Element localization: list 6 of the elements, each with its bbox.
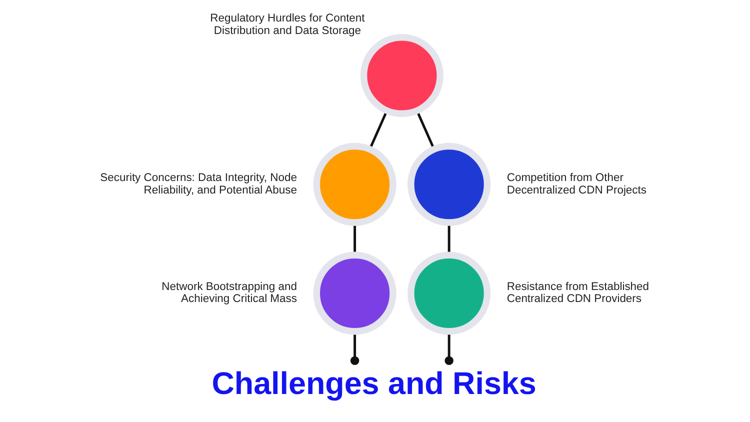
node-label: Network Bootstrapping and Achieving Critical Mass: [162, 280, 298, 306]
node-label: Security Concerns: Data Integrity, Node Reliability, and Potential Abuse: [100, 172, 298, 196]
node-label: Regulatory Hurdles for Content Distribution and Data Storage: [210, 12, 365, 37]
diagram-title: Challenges and Risks: [212, 366, 536, 402]
node-label: Competition from Other Decentralized CDN Projects: [506, 172, 647, 196]
node-label: Resistance from Established Centralized CDN Providers: [506, 280, 650, 306]
